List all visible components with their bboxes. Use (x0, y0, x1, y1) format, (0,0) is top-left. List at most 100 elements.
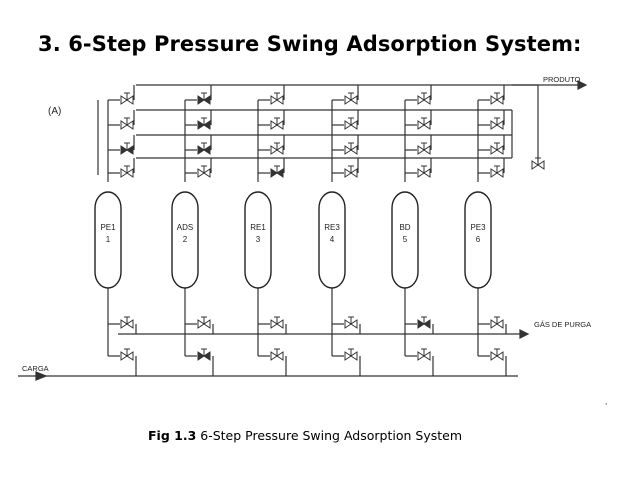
valve-half (270, 168, 278, 178)
valve-half (203, 319, 211, 329)
valve-half (270, 95, 278, 105)
top-valve-icon (120, 165, 134, 178)
produto-arrow (577, 80, 588, 90)
valve-half (344, 145, 352, 155)
valve-half (197, 319, 205, 329)
produto-bypass-valve-icon (531, 157, 545, 170)
valve-half (423, 319, 431, 329)
figure-caption: Fig 1.3 6-Step Pressure Swing Adsorption… (148, 428, 462, 443)
valve-half (350, 145, 358, 155)
top-valve-icon (120, 117, 134, 130)
column-label-number: 5 (403, 235, 408, 244)
valve-half (197, 351, 205, 361)
column-label-number: 4 (330, 235, 335, 244)
corner-mark: , (605, 397, 607, 406)
purge-valve-icon (490, 316, 504, 329)
top-valve-icon (270, 117, 284, 130)
valve-half (417, 351, 425, 361)
purge-valve-icon (344, 316, 358, 329)
valve-half (417, 168, 425, 178)
valve-half (203, 351, 211, 361)
valve-half (276, 319, 284, 329)
valve-half (197, 95, 205, 105)
valve-half (276, 120, 284, 130)
valve-half (490, 95, 498, 105)
top-valve-icon (490, 165, 504, 178)
valve-half (203, 120, 211, 130)
top-valve-icon (270, 92, 284, 105)
top-valve-icon (197, 165, 211, 178)
valve-half (276, 168, 284, 178)
valve-half (490, 120, 498, 130)
feed-valve-icon (417, 348, 431, 361)
feed-valve-icon (197, 348, 211, 361)
column-label-name: RE3 (324, 223, 340, 232)
valve-half (417, 145, 425, 155)
valve-half (344, 319, 352, 329)
top-valve-icon (344, 92, 358, 105)
top-valve-icon (120, 92, 134, 105)
feed-valve-icon (344, 348, 358, 361)
purge-valve-icon (417, 316, 431, 329)
valve-half (496, 351, 504, 361)
valve-half (423, 95, 431, 105)
purga-label: GÁS DE PURGA (534, 320, 591, 329)
top-valve-icon (490, 117, 504, 130)
valve-half (344, 168, 352, 178)
top-valve-icon (417, 117, 431, 130)
valve-half (350, 168, 358, 178)
figure-caption-label: Fig 1.3 (148, 428, 197, 443)
feed-valve-icon (120, 348, 134, 361)
valve-half (197, 120, 205, 130)
valve-half (350, 120, 358, 130)
valve-half (126, 95, 134, 105)
adsorption-column-5: BD5 (391, 191, 419, 289)
top-valve-icon (490, 142, 504, 155)
valve-half (423, 120, 431, 130)
figure-caption-text: 6-Step Pressure Swing Adsorption System (196, 428, 462, 443)
valve-half (531, 160, 539, 170)
produto-label: PRODUTO (543, 75, 581, 84)
top-valve-icon (417, 142, 431, 155)
feed-arrow (35, 371, 48, 381)
top-valve-icon (270, 142, 284, 155)
valve-half (344, 95, 352, 105)
purge-valve-icon (270, 316, 284, 329)
top-valve-icon (490, 92, 504, 105)
column-label-number: 6 (476, 235, 481, 244)
valve-half (126, 120, 134, 130)
top-valve-icon (417, 92, 431, 105)
valve-half (120, 319, 128, 329)
column-vessel-shape (244, 191, 272, 289)
slide-title: 3. 6-Step Pressure Swing Adsorption Syst… (38, 32, 582, 56)
valve-half (120, 145, 128, 155)
feed-valve-icon (270, 348, 284, 361)
valve-half (496, 120, 504, 130)
valve-half (270, 145, 278, 155)
column-label-name: ADS (177, 223, 193, 232)
column-vessel-shape (391, 191, 419, 289)
valve-half (276, 95, 284, 105)
valve-half (496, 168, 504, 178)
column-vessel-shape (464, 191, 492, 289)
purge-valve-icon (120, 316, 134, 329)
valve-half (120, 95, 128, 105)
valve-half (270, 319, 278, 329)
valve-half (344, 120, 352, 130)
column-label-name: PE3 (470, 223, 486, 232)
valve-half (344, 351, 352, 361)
valve-half (496, 95, 504, 105)
carga-label: CARGA (22, 364, 49, 373)
purge-valve-icon (197, 316, 211, 329)
valve-half (350, 319, 358, 329)
valve-half (496, 319, 504, 329)
valve-half (120, 351, 128, 361)
valve-half (270, 351, 278, 361)
valve-half (423, 351, 431, 361)
top-valve-icon (270, 165, 284, 178)
valve-half (276, 351, 284, 361)
